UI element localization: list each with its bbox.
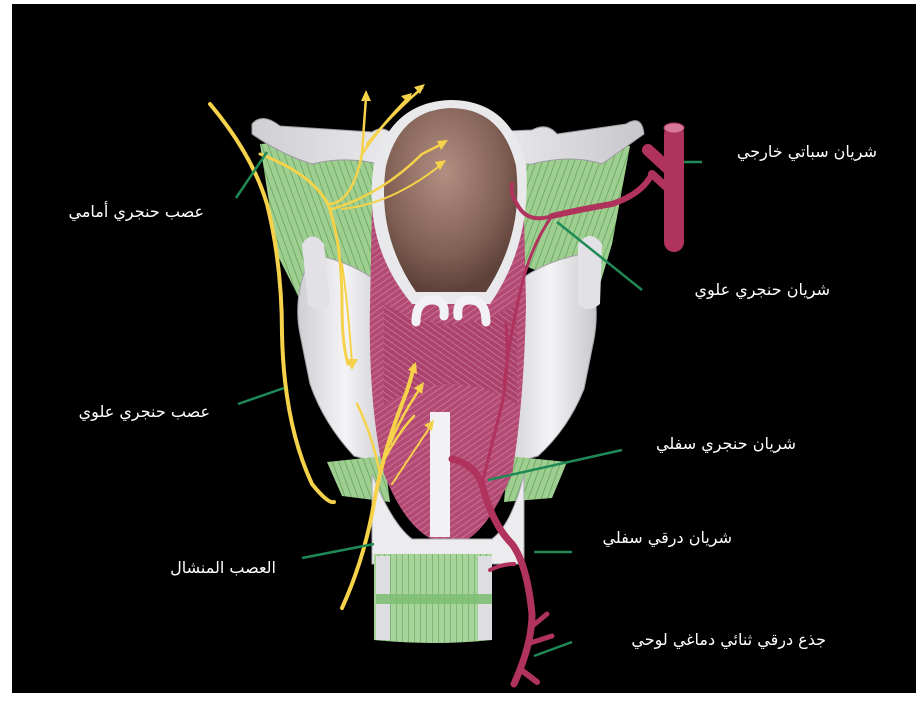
larynx-illustration: [12, 4, 916, 693]
label-superior-laryngeal-artery: شريان حنجري علوي: [694, 280, 830, 300]
label-superior-laryngeal-nerve: عصب حنجري علوي: [79, 402, 210, 422]
epiglottis: [384, 108, 517, 292]
trachea-band: [376, 594, 492, 604]
thyrocervical-branch-3: [520, 669, 537, 682]
label-external-carotid-artery: شريان سباتي خارجي: [737, 142, 877, 162]
label-recurrent-nerve: العصب المنشال: [170, 558, 276, 578]
diagram-canvas: شريان سباتي خارجي عصب حنجري أمامي شريان …: [12, 4, 916, 693]
label-inferior-thyroid-artery: شريان درقي سفلي: [603, 528, 732, 548]
cricoid-notch: [430, 412, 450, 537]
label-anterior-laryngeal-nerve: عصب حنجري أمامي: [69, 202, 205, 222]
carotid-cut-end: [664, 123, 684, 133]
leader-superior-laryngeal-nerve: [238, 388, 284, 404]
arrowhead: [361, 90, 371, 101]
label-inferior-laryngeal-artery: شريان حنجري سفلي: [656, 434, 796, 454]
inferior-thyroid-artery-branch: [490, 564, 514, 570]
leader-thyrocervical-trunk: [534, 642, 572, 656]
label-thyrocervical-trunk: جذع درقي ثنائي دماغي لوحي: [631, 630, 826, 650]
